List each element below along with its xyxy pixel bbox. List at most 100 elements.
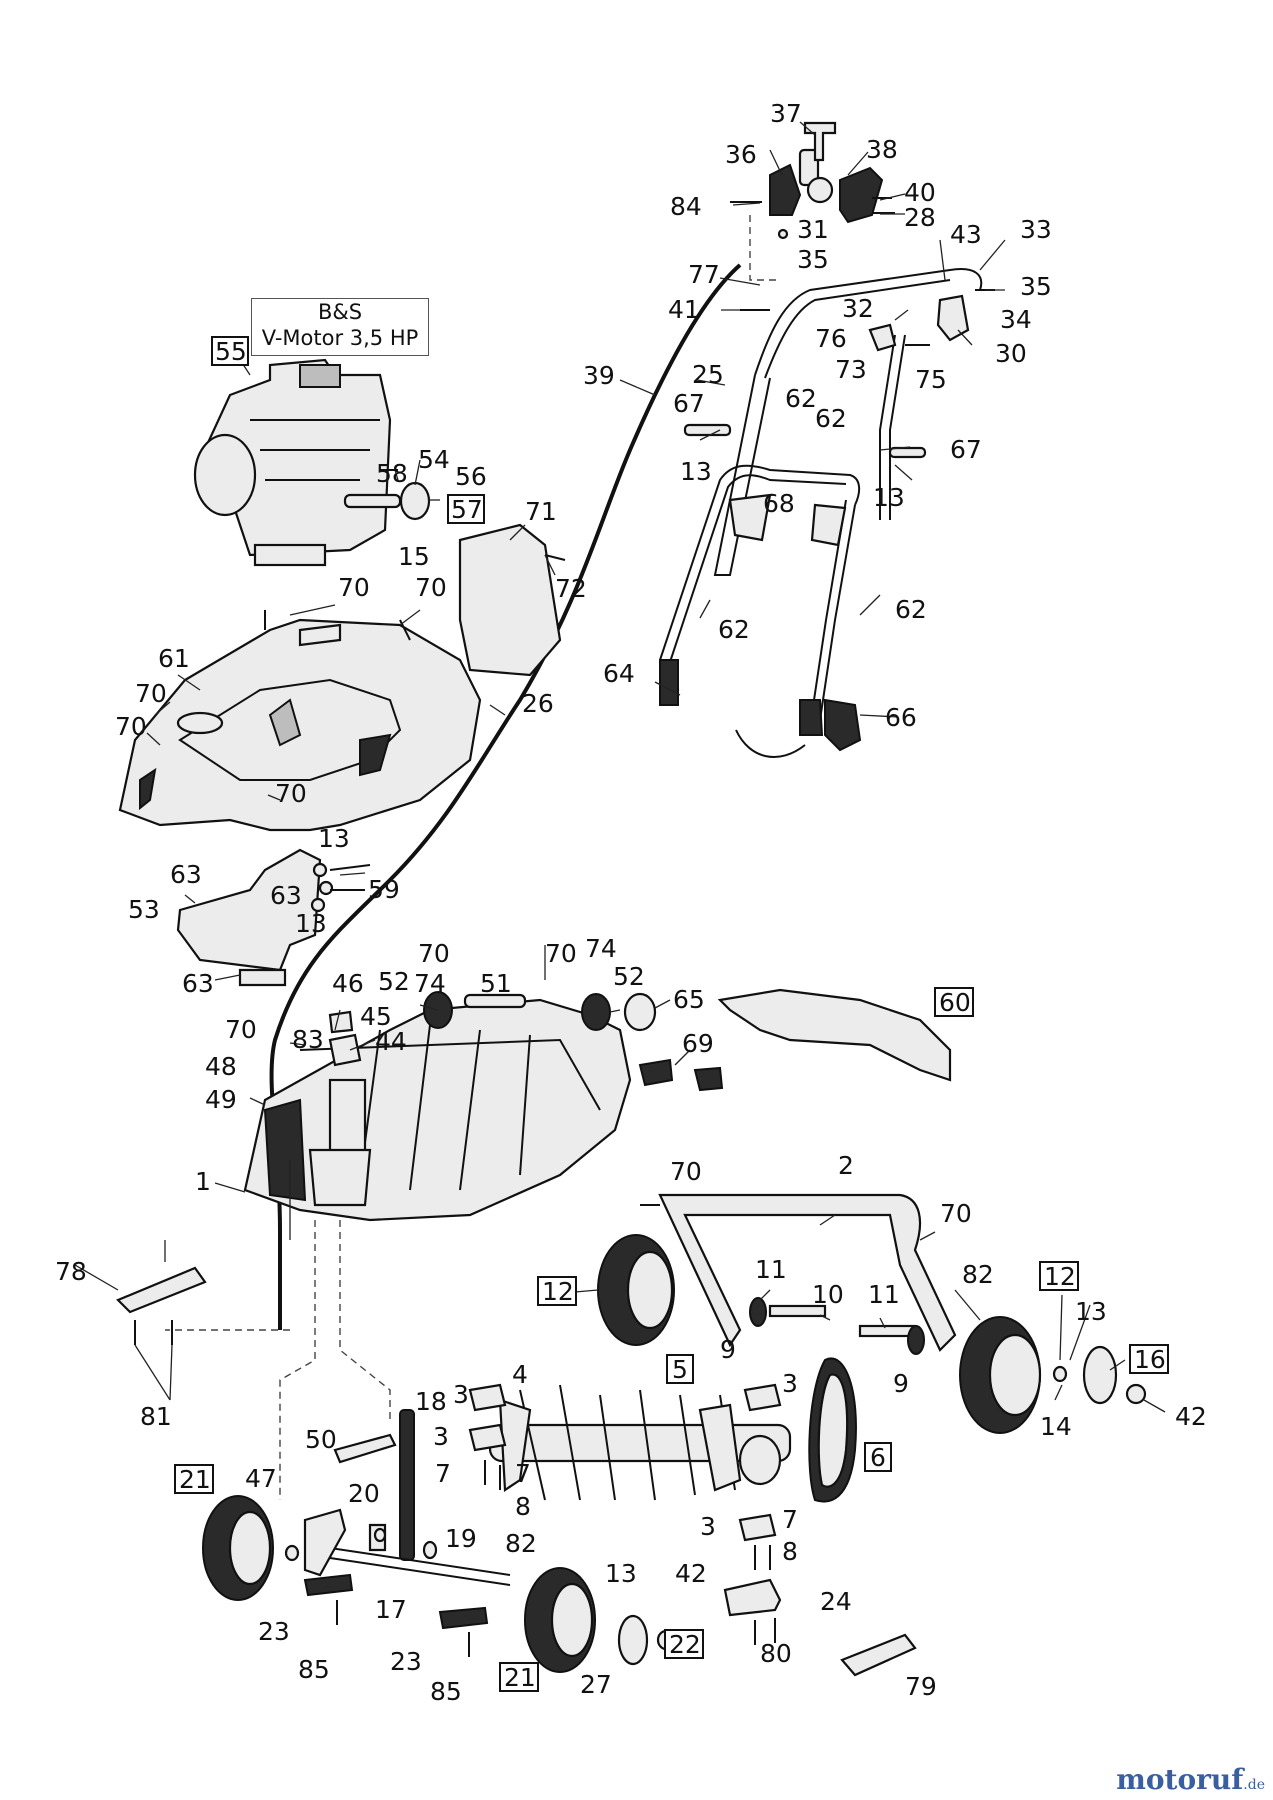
callout-71: 71	[525, 497, 557, 526]
callout-34: 34	[1000, 305, 1032, 334]
callout-3: 3	[700, 1512, 716, 1541]
callout-44: 44	[375, 1027, 407, 1056]
callout-26: 26	[522, 689, 554, 718]
callout-40: 40	[904, 178, 936, 207]
skid-79	[840, 1633, 917, 1677]
callout-69: 69	[682, 1029, 714, 1058]
grass-deflector-60	[717, 988, 952, 1082]
callout-70: 70	[338, 573, 370, 602]
callout-74: 74	[585, 934, 617, 963]
callout-77: 77	[688, 260, 720, 289]
boxed-callout-60: 60	[939, 988, 971, 1017]
callout-62: 62	[718, 615, 750, 644]
boxed-callout-22: 22	[669, 1630, 701, 1659]
callout-49: 49	[205, 1085, 237, 1114]
callout-45: 45	[360, 1002, 392, 1031]
callout-54: 54	[418, 445, 450, 474]
callout-64: 64	[603, 659, 635, 688]
front-axle-17	[303, 1508, 511, 1586]
callout-48: 48	[205, 1052, 237, 1081]
callout-76: 76	[815, 324, 847, 353]
callout-78: 78	[55, 1257, 87, 1286]
callout-70: 70	[115, 712, 147, 741]
callout-51: 51	[480, 969, 512, 998]
boxed-callout-12: 12	[542, 1277, 574, 1306]
callout-52: 52	[378, 967, 410, 996]
control-cable	[269, 263, 742, 1330]
callout-85: 85	[430, 1677, 462, 1706]
callout-70: 70	[135, 679, 167, 708]
clips-69	[638, 1058, 724, 1092]
callout-66: 66	[885, 703, 917, 732]
watermark-name: motoruf	[1116, 1763, 1244, 1796]
connection-dashes	[165, 1220, 391, 1500]
callout-27: 27	[580, 1670, 612, 1699]
callout-24: 24	[820, 1587, 852, 1616]
callout-58: 58	[376, 459, 408, 488]
handle-upper-bar	[713, 268, 995, 576]
callout-38: 38	[866, 135, 898, 164]
callout-62: 62	[785, 384, 817, 413]
rear-wheel-right	[959, 1316, 1147, 1434]
callout-11: 11	[868, 1280, 900, 1309]
callout-11: 11	[755, 1255, 787, 1284]
callout-68: 68	[763, 489, 795, 518]
callout-13: 13	[1075, 1297, 1107, 1326]
callout-3: 3	[782, 1369, 798, 1398]
callout-7: 7	[515, 1459, 531, 1488]
callout-8: 8	[782, 1537, 798, 1566]
guard-24	[723, 1578, 782, 1645]
callout-numbers: 37 36 38 84 40 28 31 35 43 33 35 77 41 3…	[55, 99, 1207, 1706]
callout-63: 63	[270, 881, 302, 910]
callout-70: 70	[545, 939, 577, 968]
callout-73: 73	[835, 355, 867, 384]
callout-32: 32	[842, 294, 874, 323]
drive-belt-6	[808, 1357, 857, 1503]
feet-23	[303, 1573, 489, 1657]
engine-cover-71	[458, 523, 566, 677]
callout-18: 18	[415, 1387, 447, 1416]
callout-7: 7	[435, 1459, 451, 1488]
bracket-53	[176, 848, 371, 987]
callout-75: 75	[915, 365, 947, 394]
callout-82: 82	[505, 1529, 537, 1558]
skid-78	[116, 1266, 207, 1345]
callout-82: 82	[962, 1260, 994, 1289]
deck-1	[243, 991, 657, 1222]
callout-14: 14	[1040, 1412, 1072, 1441]
callout-56: 56	[455, 462, 487, 491]
callout-3: 3	[433, 1422, 449, 1451]
callout-83: 83	[292, 1025, 324, 1054]
callout-19: 19	[445, 1524, 477, 1553]
callout-30: 30	[995, 339, 1027, 368]
callout-31: 31	[797, 215, 829, 244]
callout-41: 41	[668, 295, 700, 324]
callout-84: 84	[670, 192, 702, 221]
callout-7: 7	[782, 1505, 798, 1534]
callout-47: 47	[245, 1464, 277, 1493]
callout-35: 35	[1020, 272, 1052, 301]
boxed-callout-55: 55	[215, 337, 247, 366]
callout-61: 61	[158, 644, 190, 673]
handle-lower-bar	[659, 423, 927, 758]
engine-label-box: B&S V-Motor 3,5 HP	[251, 298, 429, 356]
watermark-suffix: .de	[1243, 1777, 1265, 1793]
callout-67: 67	[950, 435, 982, 464]
leader-lines	[74, 121, 1166, 1413]
boxed-callout-5: 5	[672, 1355, 688, 1384]
callout-65: 65	[673, 985, 705, 1014]
scarifier-roller-5	[488, 1384, 792, 1501]
callout-67: 67	[673, 389, 705, 418]
callout-37: 37	[770, 99, 802, 128]
callout-17: 17	[375, 1595, 407, 1624]
callout-9: 9	[893, 1369, 909, 1398]
callout-74: 74	[414, 969, 446, 998]
callout-70: 70	[415, 573, 447, 602]
boxed-callout-57: 57	[451, 495, 483, 524]
callout-70: 70	[225, 1015, 257, 1044]
callout-46: 46	[332, 969, 364, 998]
callout-8: 8	[515, 1492, 531, 1521]
callout-50: 50	[305, 1425, 337, 1454]
callout-70: 70	[940, 1199, 972, 1228]
callout-63: 63	[170, 860, 202, 889]
